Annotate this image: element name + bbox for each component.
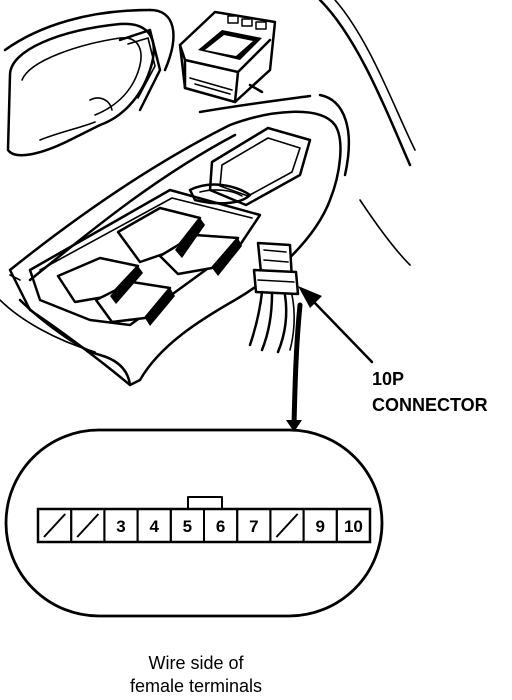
caption-line1: Wire side of	[148, 653, 244, 673]
terminal-strip: 3 4 5 6 7 9 10	[36, 507, 372, 544]
connector-plug	[248, 241, 300, 354]
detail-view: 3 4 5 6 7 9 10	[4, 428, 384, 618]
terminal-number: 7	[249, 517, 258, 536]
terminal-unused-mark	[43, 513, 66, 538]
armrest-panel	[0, 110, 342, 387]
terminal-number: 4	[149, 517, 159, 536]
terminal-unused-mark	[275, 513, 299, 538]
terminal-number: 3	[116, 517, 125, 536]
connector-arrow	[298, 286, 374, 364]
terminal-unused-mark	[76, 513, 100, 538]
terminal-number: 10	[344, 517, 363, 536]
connector-label-line1: 10P	[372, 369, 404, 389]
door-panel-outline	[3, 0, 416, 266]
terminal-number: 6	[216, 517, 225, 536]
terminal-number: 5	[183, 517, 192, 536]
switch-module	[178, 10, 277, 104]
caption-line2: female terminals	[130, 676, 262, 696]
terminal-cell	[335, 508, 371, 543]
connector-latch	[187, 496, 223, 510]
connector-label-line2: CONNECTOR	[372, 395, 488, 415]
door-handle-recess	[6, 22, 162, 157]
detail-leader	[286, 302, 303, 432]
terminal-number: 9	[315, 517, 324, 536]
